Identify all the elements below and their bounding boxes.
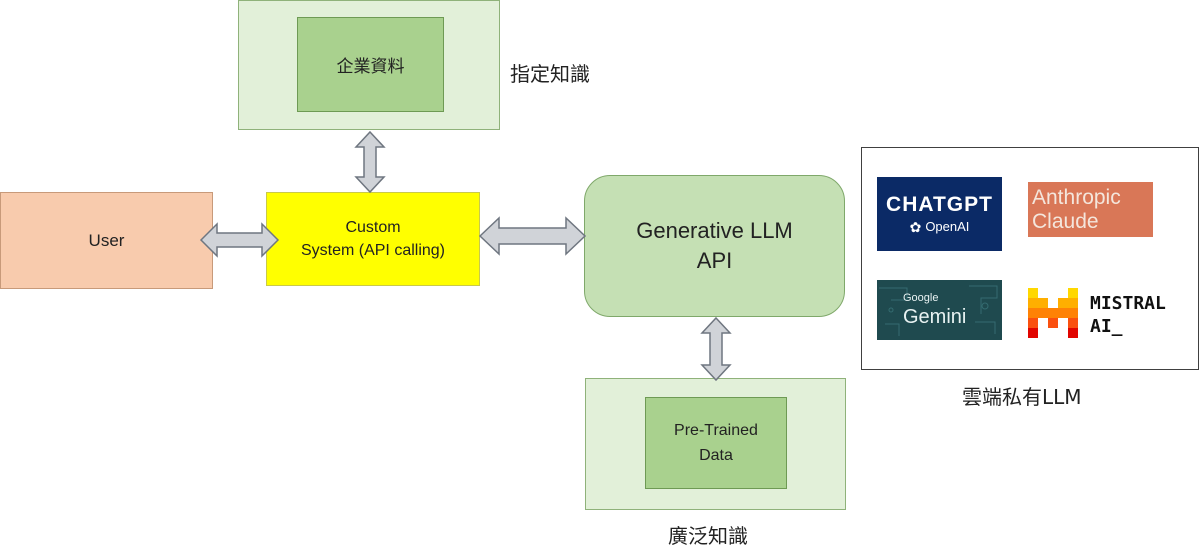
pretrained-label-line1: Pre-Trained xyxy=(674,422,758,439)
claude-logo-text: Claude xyxy=(1032,209,1099,233)
mistral-text-line2: AI_ xyxy=(1090,316,1123,337)
mistral-text-line1: MISTRAL xyxy=(1090,293,1166,314)
pretrained-data-box: Pre-Trained Data xyxy=(645,397,787,489)
anthropic-logo-text: Anthropic xyxy=(1032,185,1121,209)
broad-knowledge-caption: 廣泛知識 xyxy=(668,524,748,548)
double-arrow-custom-llm xyxy=(478,216,587,256)
mistral-m-icon xyxy=(1028,288,1078,338)
generative-llm-api-box: Generative LLM API xyxy=(584,175,845,317)
double-arrow-knowledge-custom xyxy=(354,130,386,194)
gemini-main-text: Gemini xyxy=(903,305,967,328)
cloud-private-llm-caption: 雲端私有LLM xyxy=(962,385,1082,409)
mistral-ai-logo: MISTRAL AI_ xyxy=(1026,286,1184,342)
designated-knowledge-caption: 指定知識 xyxy=(510,62,590,86)
double-arrow-user-custom xyxy=(199,222,280,258)
llm-api-label-line2: API xyxy=(696,248,733,273)
chatgpt-logo: CHATGPT ✿ OpenAI xyxy=(877,177,1002,251)
chatgpt-logo-text: CHATGPT xyxy=(886,193,993,216)
chatgpt-sub-row: ✿ OpenAI xyxy=(910,218,970,236)
gemini-small-text: Google xyxy=(903,291,939,304)
enterprise-data-box: 企業資料 xyxy=(297,17,444,112)
custom-system-label-line1: Custom xyxy=(345,219,401,236)
openai-icon: ✿ xyxy=(909,219,922,235)
user-box: User xyxy=(0,192,213,289)
pretrained-label-line2: Data xyxy=(699,447,733,464)
custom-system-label-line2: System (API calling) xyxy=(300,242,446,259)
gemini-pattern-icon xyxy=(879,285,998,336)
enterprise-data-label: 企業資料 xyxy=(336,57,405,76)
chatgpt-sub-text: OpenAI xyxy=(925,219,970,234)
llm-api-label-line1: Generative LLM xyxy=(636,218,793,243)
gemini-logo: Google Gemini xyxy=(877,280,1002,340)
double-arrow-llm-pretrained xyxy=(700,316,732,382)
anthropic-claude-logo: Anthropic Claude xyxy=(1028,182,1153,237)
custom-system-box: Custom System (API calling) xyxy=(266,192,480,286)
user-label: User xyxy=(88,230,125,250)
